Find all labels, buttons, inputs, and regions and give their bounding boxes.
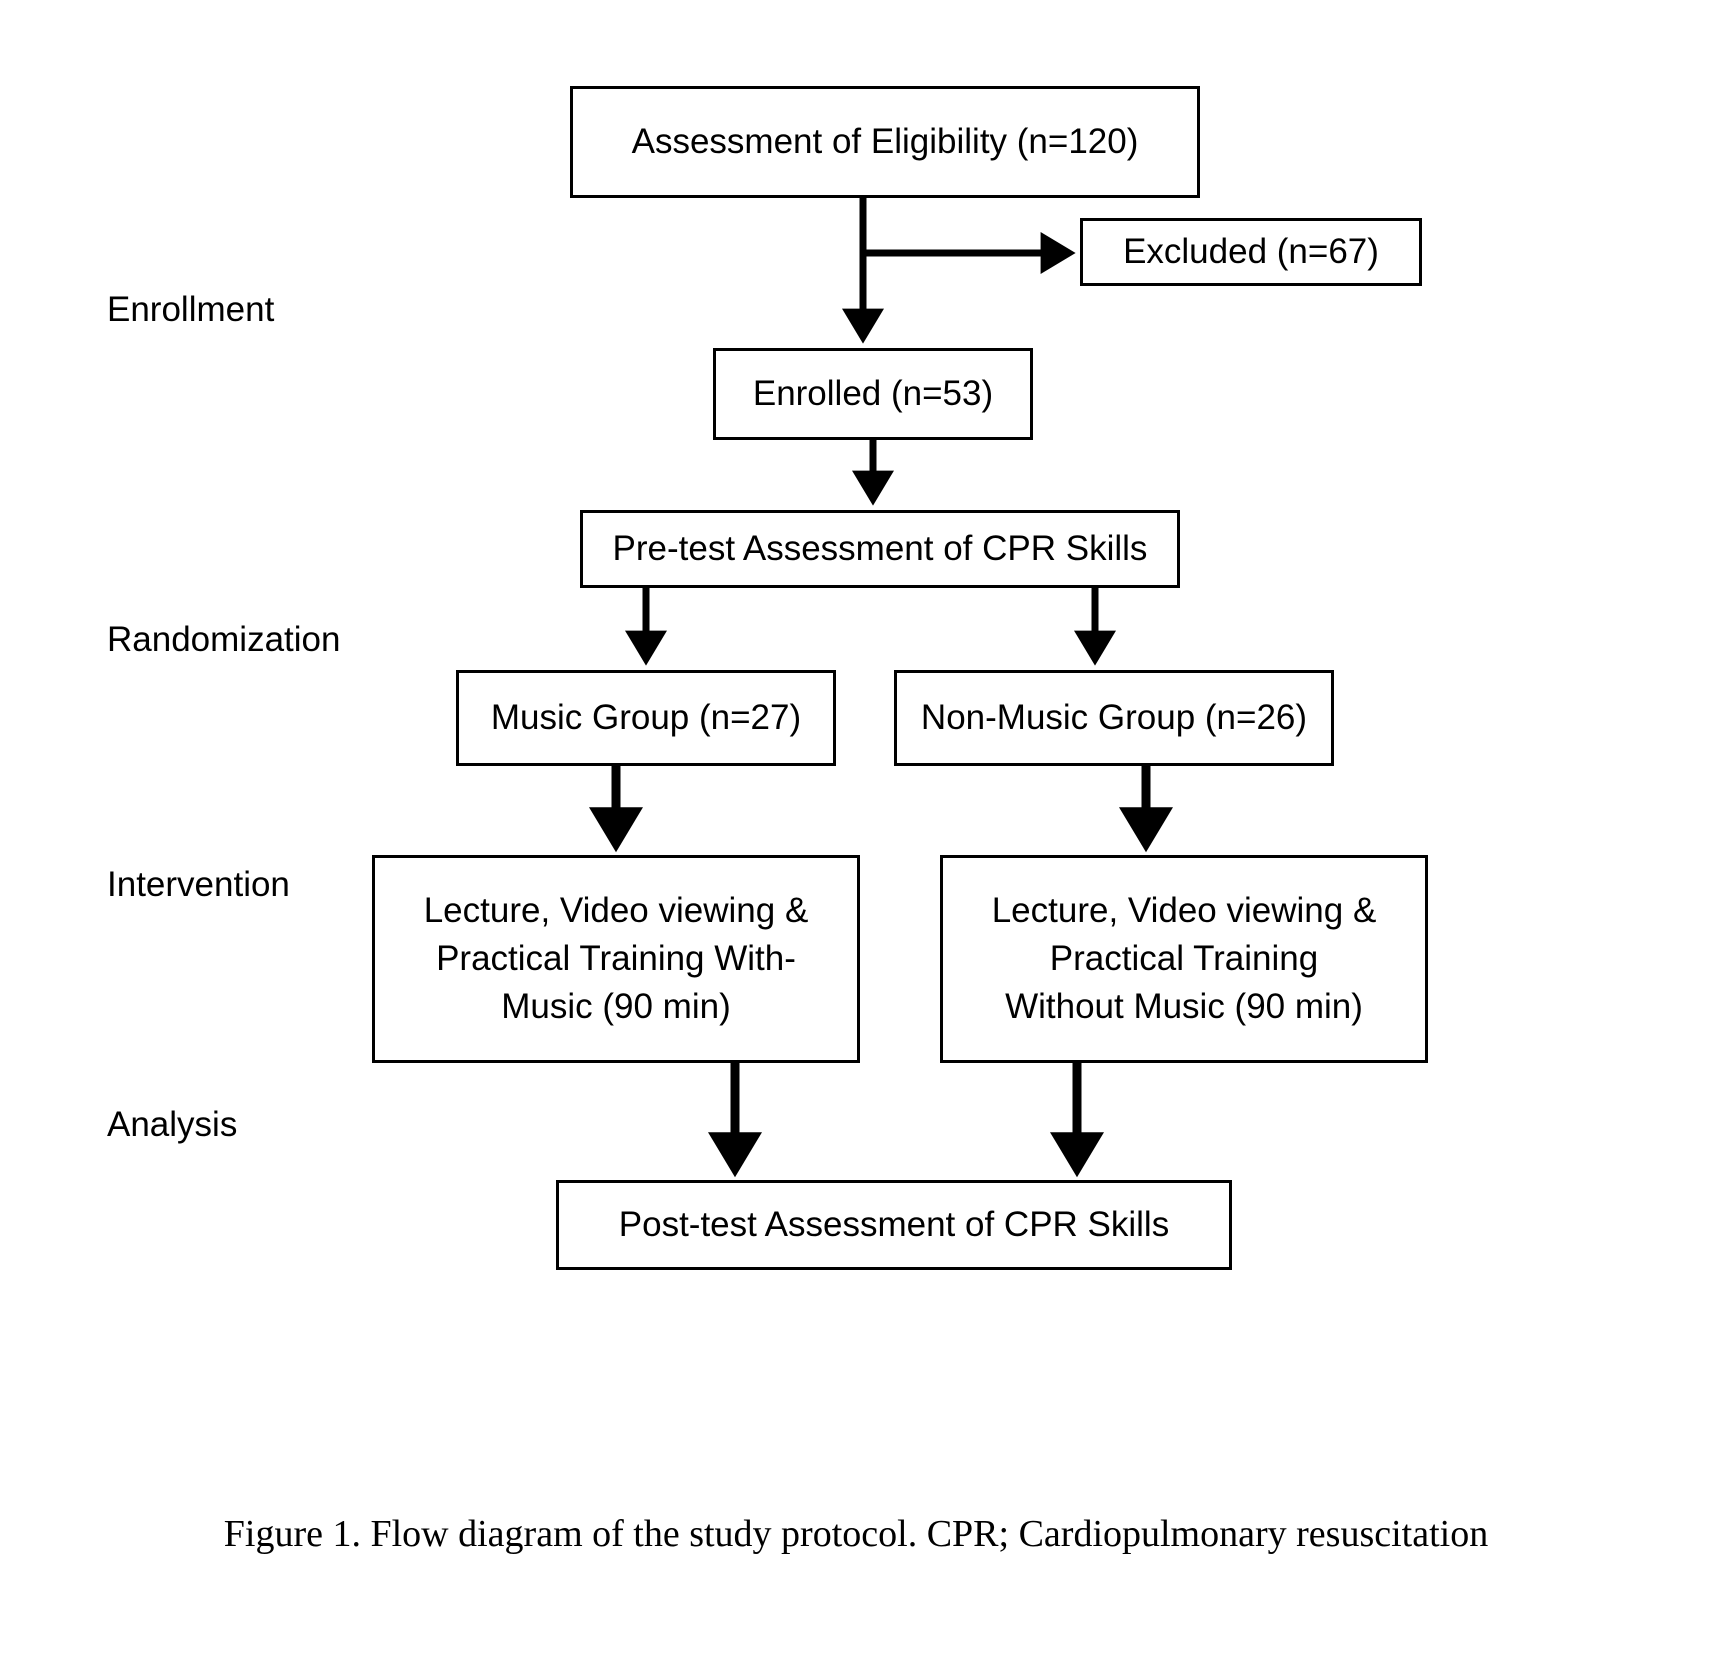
node-excluded: Excluded (n=67) xyxy=(1080,218,1422,286)
node-intervention-with-music: Lecture, Video viewing & Practical Train… xyxy=(372,855,860,1063)
node-music-group: Music Group (n=27) xyxy=(456,670,836,766)
figure-caption: Figure 1. Flow diagram of the study prot… xyxy=(223,1513,1489,1555)
node-pre-test-assessment: Pre-test Assessment of CPR Skills xyxy=(580,510,1180,588)
stage-label-randomization: Randomization xyxy=(107,620,341,659)
node-enrolled: Enrolled (n=53) xyxy=(713,348,1033,440)
node-intervention-without-music: Lecture, Video viewing & Practical Train… xyxy=(940,855,1428,1063)
stage-label-intervention: Intervention xyxy=(107,865,290,904)
node-assessment-of-eligibility: Assessment of Eligibility (n=120) xyxy=(570,86,1200,198)
node-non-music-group: Non-Music Group (n=26) xyxy=(894,670,1334,766)
stage-label-analysis: Analysis xyxy=(107,1105,238,1144)
stage-label-enrollment: Enrollment xyxy=(107,290,275,329)
node-post-test-assessment: Post-test Assessment of CPR Skills xyxy=(556,1180,1232,1270)
